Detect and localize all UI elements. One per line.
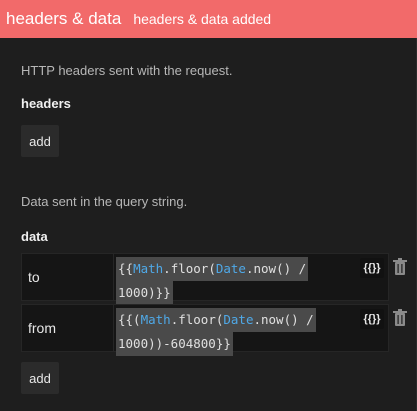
add-data-button[interactable]: add [21, 362, 59, 394]
value-line-1: {{Math.floor(Date.now() / [116, 257, 309, 281]
value-line-1: {{(Math.floor(Date.now() / [116, 308, 316, 332]
status-message: headers & data added [133, 11, 272, 27]
data-label: data [21, 229, 48, 244]
trash-icon[interactable] [392, 309, 408, 327]
data-description: Data sent in the query string. [21, 194, 188, 209]
headers-data-panel: HTTP headers sent with the request. head… [0, 38, 417, 411]
template-toggle-button[interactable]: {{}} [360, 258, 384, 278]
value-line-2: 1000))-604800}} [116, 332, 233, 356]
data-row-from: from {{(Math.floor(Date.now() / 1000))-6… [21, 304, 389, 356]
trash-icon[interactable] [392, 258, 408, 276]
data-key-field[interactable]: from [22, 305, 114, 351]
panel-title: headers & data [6, 9, 122, 28]
add-header-button[interactable]: add [21, 125, 59, 157]
headers-description: HTTP headers sent with the request. [21, 63, 233, 78]
data-value-field[interactable]: {{(Math.floor(Date.now() / 1000))-604800… [116, 308, 354, 356]
panel-header: headers & data headers & data added [0, 0, 417, 38]
data-key-field[interactable]: to [22, 254, 114, 300]
template-toggle-button[interactable]: {{}} [360, 309, 384, 329]
data-value-field[interactable]: {{Math.floor(Date.now() / 1000)}} [116, 257, 354, 305]
data-row-to: to {{Math.floor(Date.now() / 1000)}} {{}… [21, 253, 389, 305]
headers-label: headers [21, 96, 71, 111]
value-line-2: 1000)}} [116, 281, 173, 305]
